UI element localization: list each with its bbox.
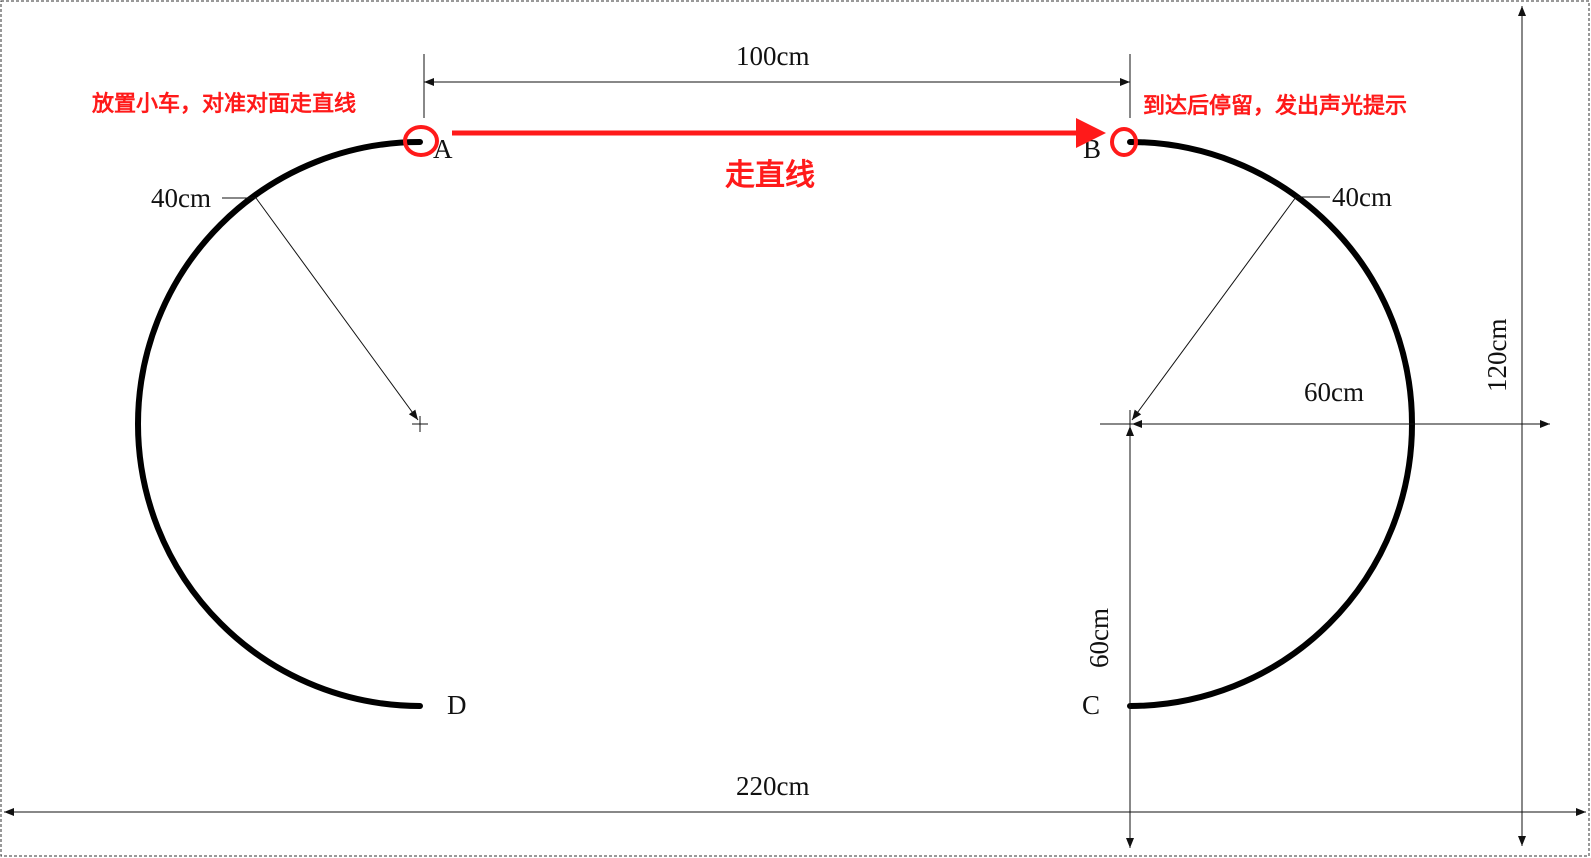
right-half-dim-label: 60cm <box>1304 377 1364 407</box>
total-height-dim-label: 120cm <box>1482 319 1512 393</box>
left-center-mark <box>412 416 428 432</box>
left-arc-track <box>135 139 423 709</box>
point-c-label: C <box>1082 690 1100 720</box>
top-dim-label: 100cm <box>736 41 810 71</box>
total-width-dim-label: 220cm <box>736 771 810 801</box>
path-label: 走直线 <box>725 158 815 193</box>
end-note: 到达后停留，发出声光提示 <box>1143 93 1407 119</box>
left-radius-label: 40cm <box>151 183 211 213</box>
right-radius-label: 40cm <box>1332 182 1392 212</box>
point-b-label: B <box>1083 134 1101 164</box>
start-marker-circle <box>403 125 439 157</box>
right-radius-leader <box>1131 196 1297 421</box>
start-note: 放置小车，对准对面走直线 <box>91 91 356 117</box>
vertical-half-dim-label: 60cm <box>1084 608 1114 668</box>
end-marker-circle <box>1110 127 1138 157</box>
left-radius-leader <box>255 197 419 421</box>
point-d-label: D <box>447 690 467 720</box>
